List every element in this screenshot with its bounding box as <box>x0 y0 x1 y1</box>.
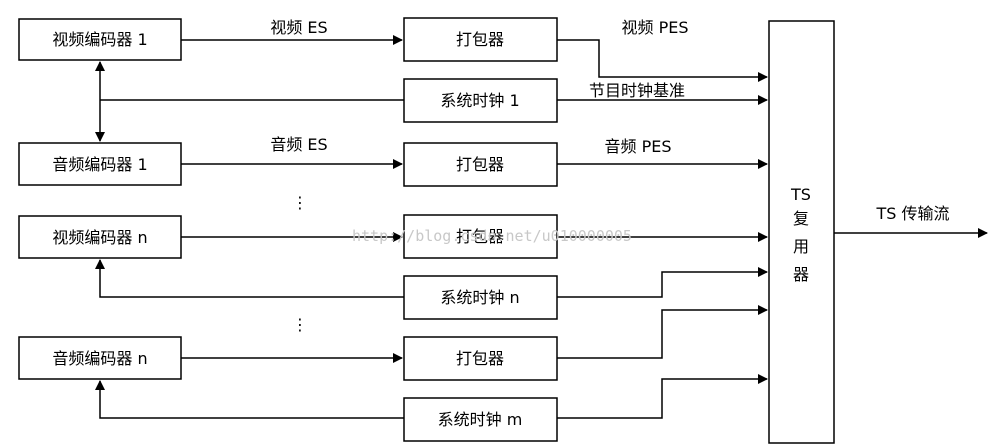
packer-4-label: 打包器 <box>456 349 504 368</box>
label-ts-stream: TS 传输流 <box>875 204 949 223</box>
encoder-video-1-label: 视频编码器 1 <box>52 30 147 49</box>
packer-1: 打包器 <box>403 17 558 62</box>
mux-label-2: 复 <box>793 209 809 228</box>
arrow-clockn-to-mux <box>557 267 768 298</box>
label-video-es: 视频 ES <box>270 18 327 37</box>
clockn-feedback-arrow <box>95 259 404 298</box>
packer-3-label: 打包器 <box>456 227 504 246</box>
packer-2: 打包器 <box>403 142 558 187</box>
ellipsis-dots-2: ⋮ <box>292 315 308 334</box>
encoder-video-n-label: 视频编码器 n <box>52 228 147 247</box>
packer-1-label: 打包器 <box>456 30 504 49</box>
packer-3: 打包器 <box>403 214 558 259</box>
packer-4: 打包器 <box>403 336 558 381</box>
mux-label-ts: TS <box>790 185 811 204</box>
encoder-audio-1-label: 音频编码器 1 <box>52 155 147 174</box>
arrow-clockm-to-mux <box>557 374 768 419</box>
label-audio-pes: 音频 PES <box>604 137 671 156</box>
ellipsis-dots-1: ⋮ <box>292 193 308 212</box>
watermark: http://blog.csdn.net/u010000005 <box>352 227 632 245</box>
arrow-packer1-to-mux <box>557 39 768 82</box>
label-video-pes: 视频 PES <box>621 18 688 37</box>
system-clock-n-label: 系统时钟 n <box>440 288 519 307</box>
encoder-audio-n: 音频编码器 n <box>18 336 182 380</box>
clockm-feedback-arrow <box>95 380 404 419</box>
arrow-packer4-to-mux <box>557 305 768 359</box>
encoder-video-1: 视频编码器 1 <box>18 18 182 61</box>
system-clock-1: 系统时钟 1 <box>403 78 558 123</box>
system-clock-1-label: 系统时钟 1 <box>440 91 519 110</box>
packer-2-label: 打包器 <box>456 155 504 174</box>
label-audio-es: 音频 ES <box>270 135 327 154</box>
label-program-clock-ref: 节目时钟基准 <box>589 81 685 100</box>
encoder-audio-1: 音频编码器 1 <box>18 142 182 186</box>
mux-label-4: 器 <box>793 265 809 284</box>
system-clock-m-label: 系统时钟 m <box>438 410 523 429</box>
mux-label-3: 用 <box>793 237 809 256</box>
system-clock-n: 系统时钟 n <box>403 275 558 320</box>
encoder-audio-n-label: 音频编码器 n <box>52 349 147 368</box>
system-clock-m: 系统时钟 m <box>403 397 558 442</box>
encoder-video-n: 视频编码器 n <box>18 215 182 259</box>
ts-multiplexer: TS 复 用 器 <box>768 20 835 444</box>
